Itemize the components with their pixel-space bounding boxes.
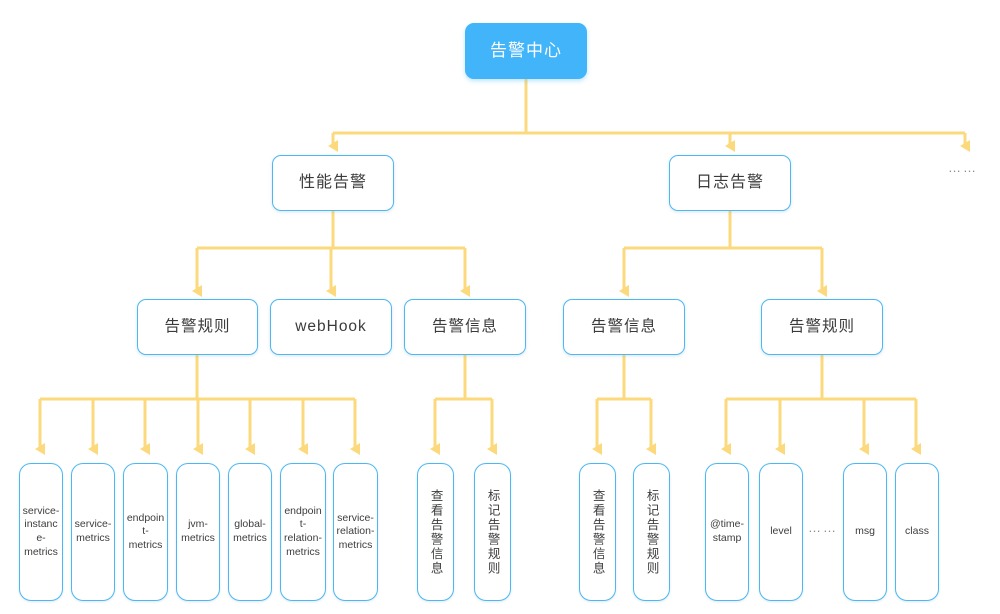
node-label: 日志告警 (695, 173, 764, 191)
leaf-label: service-metrics (74, 518, 112, 544)
leaf-label: 查看告警信息 (428, 488, 443, 576)
leaf-label: level (770, 525, 792, 538)
leaf-log-view-alarm-info[interactable]: 查看告警信息 (579, 463, 616, 601)
leaf-label: 查看告警信息 (590, 488, 605, 576)
leaf-label: global-metrics (233, 518, 267, 544)
node-label: webHook (295, 317, 367, 335)
leaf-label: endpoint-relation-metrics (284, 504, 322, 558)
node-perf-alarm-rule[interactable]: 告警规则 (137, 299, 258, 355)
node-label: 告警规则 (788, 317, 855, 335)
leaf-service-instance-metrics[interactable]: service-instance-metrics (19, 463, 63, 601)
leaf-label: 标记告警规则 (644, 488, 659, 576)
node-performance-alarm[interactable]: 性能告警 (272, 155, 394, 211)
leaf-perf-mark-alarm-rule[interactable]: 标记告警规则 (474, 463, 511, 601)
leaf-log-fields-ellipsis: …… (808, 520, 838, 535)
node-label: 告警信息 (590, 317, 657, 335)
leaf-service-relation-metrics[interactable]: service-relation-metrics (333, 463, 378, 601)
leaf-class[interactable]: class (895, 463, 939, 601)
node-log-alarm-rule[interactable]: 告警规则 (761, 299, 883, 355)
node-more-alarm-ellipsis: …… (948, 160, 978, 175)
leaf-label: endpoint-metrics (126, 511, 165, 551)
leaf-jvm-metrics[interactable]: jvm-metrics (176, 463, 220, 601)
leaf-label: service-instance-metrics (22, 504, 60, 558)
node-perf-alarm-info[interactable]: 告警信息 (404, 299, 526, 355)
node-label: 告警规则 (164, 317, 231, 335)
node-log-alarm-info[interactable]: 告警信息 (563, 299, 685, 355)
leaf-timestamp[interactable]: @time-stamp (705, 463, 749, 601)
node-label: 性能告警 (298, 173, 367, 191)
leaf-label: class (905, 525, 929, 538)
leaf-label: 标记告警规则 (485, 488, 500, 576)
leaf-label: @time-stamp (710, 518, 744, 544)
leaf-endpoint-relation-metrics[interactable]: endpoint-relation-metrics (280, 463, 326, 601)
leaf-label: service-relation-metrics (336, 511, 375, 551)
leaf-label: jvm-metrics (181, 518, 215, 544)
node-perf-webhook[interactable]: webHook (270, 299, 392, 355)
leaf-perf-view-alarm-info[interactable]: 查看告警信息 (417, 463, 454, 601)
node-label: 告警中心 (490, 40, 562, 60)
leaf-msg[interactable]: msg (843, 463, 887, 601)
node-log-alarm[interactable]: 日志告警 (669, 155, 791, 211)
node-alarm-center[interactable]: 告警中心 (465, 23, 587, 79)
leaf-global-metrics[interactable]: global-metrics (228, 463, 272, 601)
leaf-level[interactable]: level (759, 463, 803, 601)
leaf-endpoint-metrics[interactable]: endpoint-metrics (123, 463, 168, 601)
node-label: 告警信息 (431, 317, 498, 335)
leaf-service-metrics[interactable]: service-metrics (71, 463, 115, 601)
leaf-log-mark-alarm-rule[interactable]: 标记告警规则 (633, 463, 670, 601)
leaf-label: msg (855, 525, 875, 538)
